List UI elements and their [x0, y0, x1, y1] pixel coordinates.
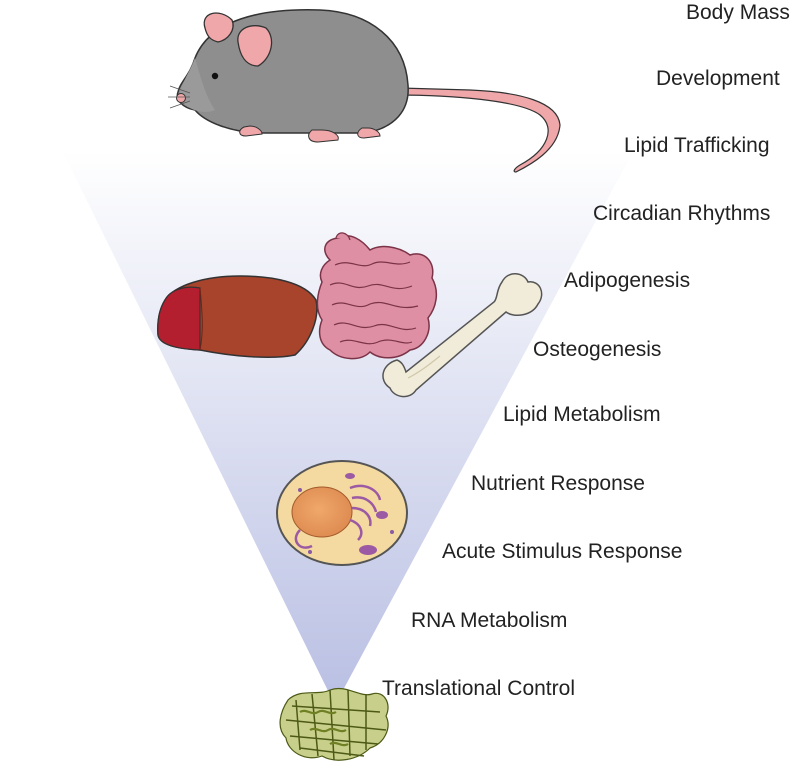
label-circadian-rhythms: Circadian Rhythms [593, 202, 771, 225]
label-nutrient-response: Nutrient Response [471, 472, 645, 495]
bone-icon [382, 273, 543, 398]
label-development: Development [656, 67, 780, 90]
intestine-icon [316, 232, 438, 360]
label-lipid-trafficking: Lipid Trafficking [624, 134, 770, 157]
label-body-mass: Body Mass [686, 1, 790, 24]
protein-structure-icon [279, 688, 389, 761]
label-rna-metabolism: RNA Metabolism [411, 609, 568, 632]
liver-icon [157, 275, 318, 359]
label-translational-control: Translational Control [382, 677, 575, 700]
label-adipogenesis: Adipogenesis [564, 269, 691, 292]
mouse-icon [168, 9, 561, 173]
label-acute-stimulus-response: Acute Stimulus Response [442, 540, 683, 563]
label-osteogenesis: Osteogenesis [533, 338, 662, 361]
label-lipid-metabolism: Lipid Metabolism [503, 403, 661, 426]
cell-icon [276, 460, 408, 566]
